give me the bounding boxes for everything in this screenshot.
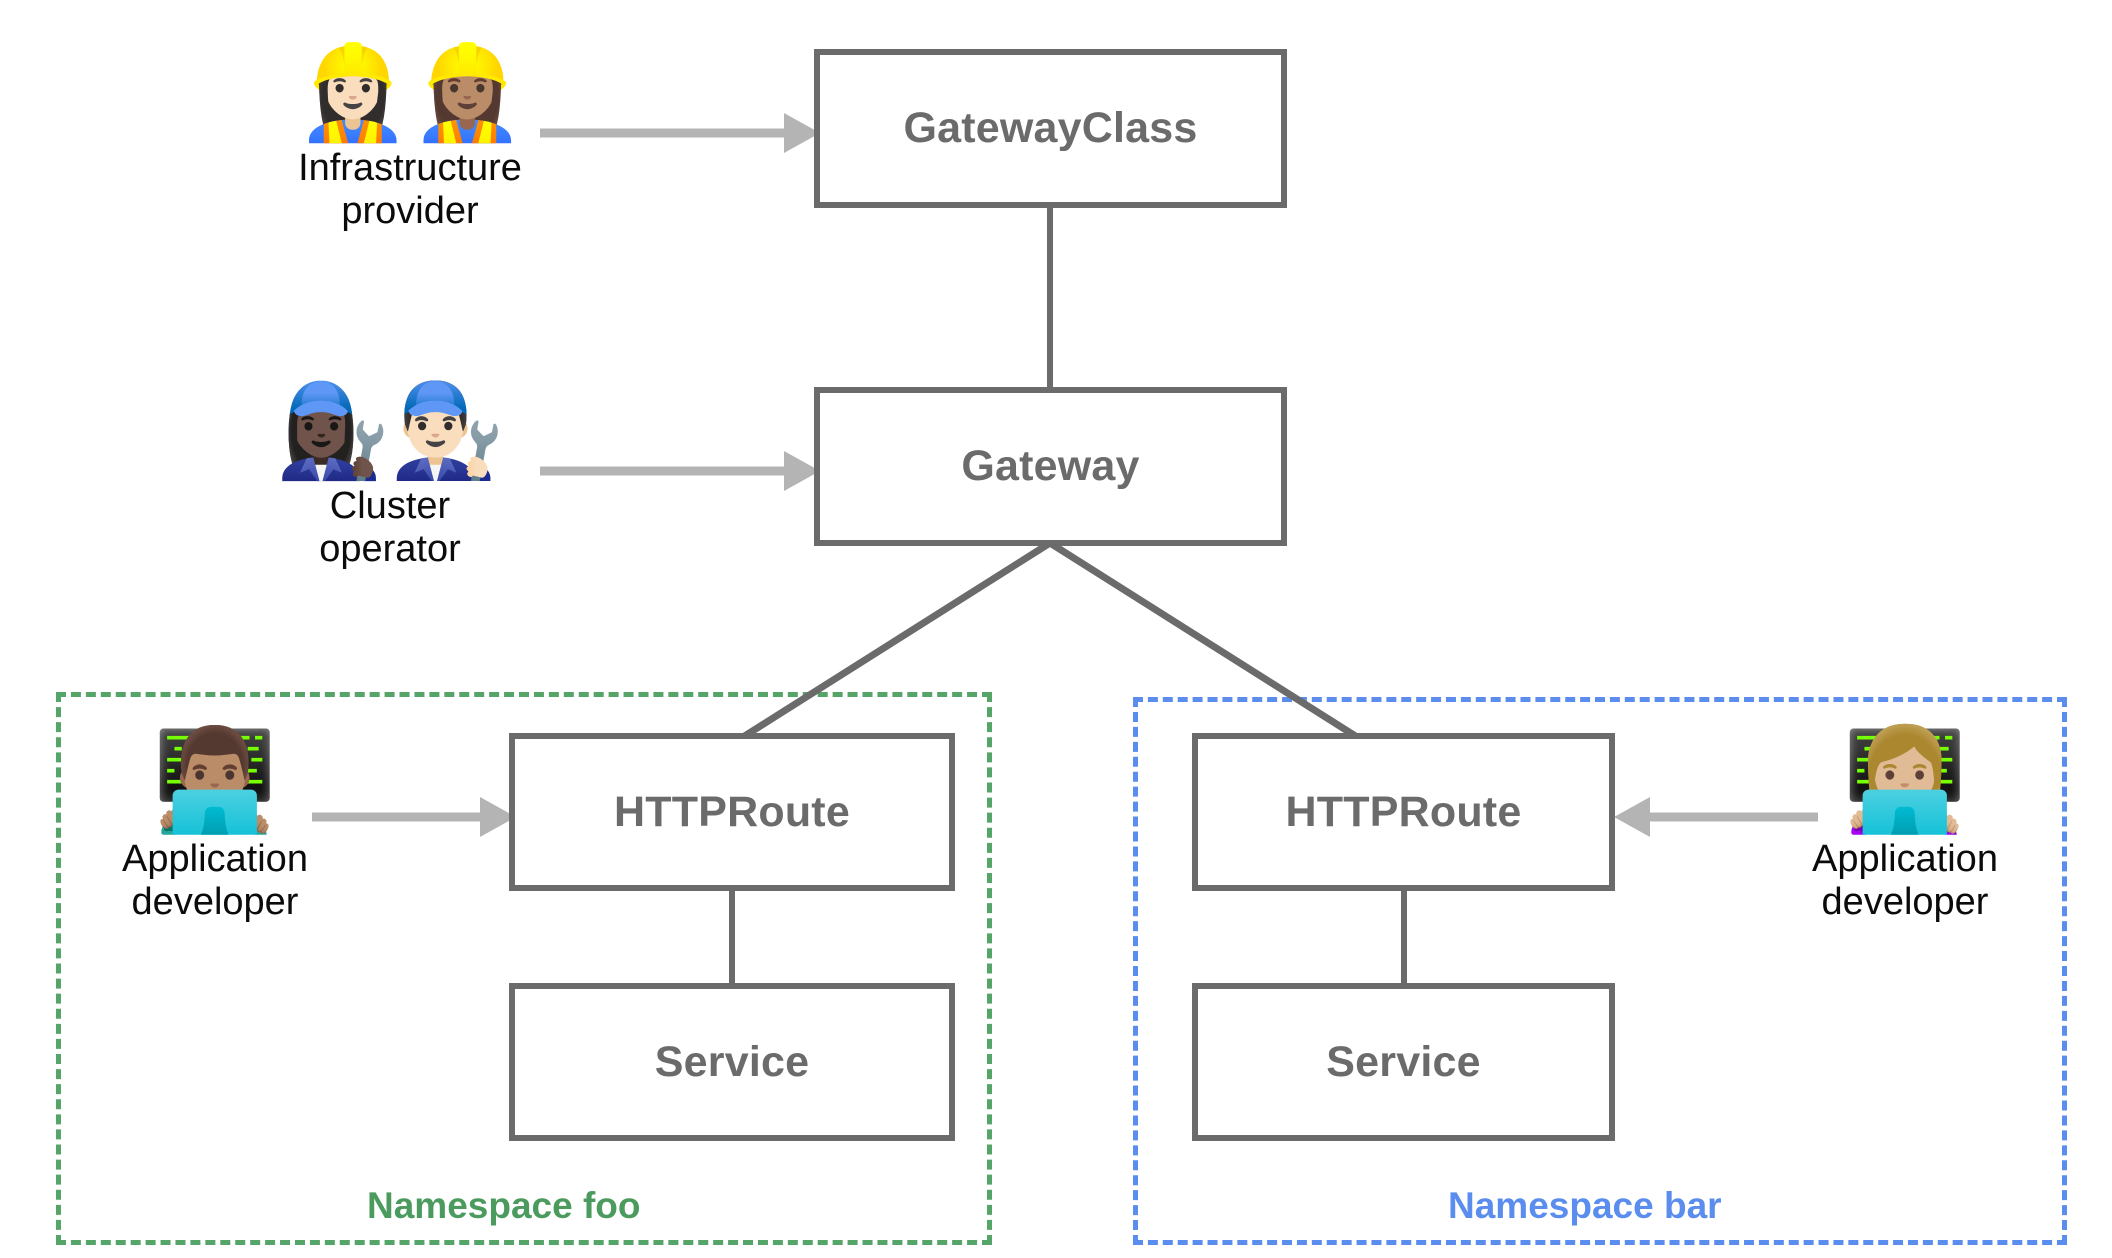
arrow-application-developer-foo-to-httproute	[312, 797, 516, 837]
arrow-infrastructure-provider-to-gatewayclass	[540, 113, 820, 153]
namespace-label-foo: Namespace foo	[367, 1185, 641, 1226]
persona-emoji-group-application-developer-bar: 👩🏼‍💻	[1843, 730, 1968, 830]
persona-caption-application-developer-bar: Application developer	[1812, 838, 1998, 923]
namespace-label-bar: Namespace bar	[1448, 1185, 1722, 1226]
resource-box-service-foo[interactable]: Service	[509, 983, 955, 1141]
arrow-cluster-operator-to-gateway	[540, 451, 820, 491]
connector-httproute-bar-to-service-bar	[1401, 889, 1407, 985]
resource-label-gatewayclass: GatewayClass	[903, 104, 1198, 152]
persona-cluster-operator: 👩🏿‍🔧 👨🏻‍🔧 Cluster operator	[250, 385, 530, 570]
man-mechanic-light-icon: 👨🏻‍🔧	[390, 380, 505, 482]
resource-box-service-bar[interactable]: Service	[1192, 983, 1615, 1141]
resource-label-service-bar: Service	[1326, 1037, 1481, 1086]
persona-caption-infrastructure-provider: Infrastructure provider	[298, 147, 522, 232]
persona-application-developer-bar: 👩🏼‍💻 Application developer	[1790, 730, 2020, 923]
persona-emoji-group-cluster-operator: 👩🏿‍🔧 👨🏻‍🔧	[275, 385, 504, 477]
woman-mechanic-dark-icon: 👩🏿‍🔧	[275, 380, 390, 482]
connector-httproute-foo-to-service-foo	[729, 889, 735, 985]
connector-gatewayclass-to-gateway	[1047, 205, 1053, 388]
namespace-group-foo	[56, 692, 992, 1245]
persona-caption-application-developer-foo: Application developer	[122, 838, 308, 923]
resource-box-httproute-bar[interactable]: HTTPRoute	[1192, 733, 1615, 891]
woman-construction-worker-medium-icon: 👷🏽‍♀️	[410, 42, 525, 144]
persona-infrastructure-provider: 👷🏻‍♀️ 👷🏽‍♀️ Infrastructure provider	[270, 47, 550, 232]
namespace-group-bar	[1133, 697, 2067, 1245]
persona-caption-cluster-operator: Cluster operator	[319, 485, 461, 570]
woman-technologist-blonde-icon: 👩🏼‍💻	[1842, 724, 1968, 836]
resource-box-gatewayclass[interactable]: GatewayClass	[814, 49, 1287, 208]
resource-label-service-foo: Service	[654, 1037, 810, 1086]
arrow-application-developer-bar-to-httproute	[1614, 797, 1818, 837]
persona-application-developer-foo: 👨🏽‍💻 Application developer	[100, 730, 330, 923]
resource-label-gateway: Gateway	[961, 442, 1140, 490]
woman-construction-worker-light-icon: 👷🏻‍♀️	[295, 42, 410, 144]
man-technologist-medium-icon: 👨🏽‍💻	[152, 724, 278, 836]
resource-box-gateway[interactable]: Gateway	[814, 387, 1287, 546]
persona-emoji-group-infrastructure-provider: 👷🏻‍♀️ 👷🏽‍♀️	[295, 47, 524, 139]
resource-box-httproute-foo[interactable]: HTTPRoute	[509, 733, 955, 891]
resource-label-httproute-foo: HTTPRoute	[614, 787, 850, 836]
persona-emoji-group-application-developer-foo: 👨🏽‍💻	[153, 730, 278, 830]
resource-label-httproute-bar: HTTPRoute	[1285, 787, 1522, 836]
